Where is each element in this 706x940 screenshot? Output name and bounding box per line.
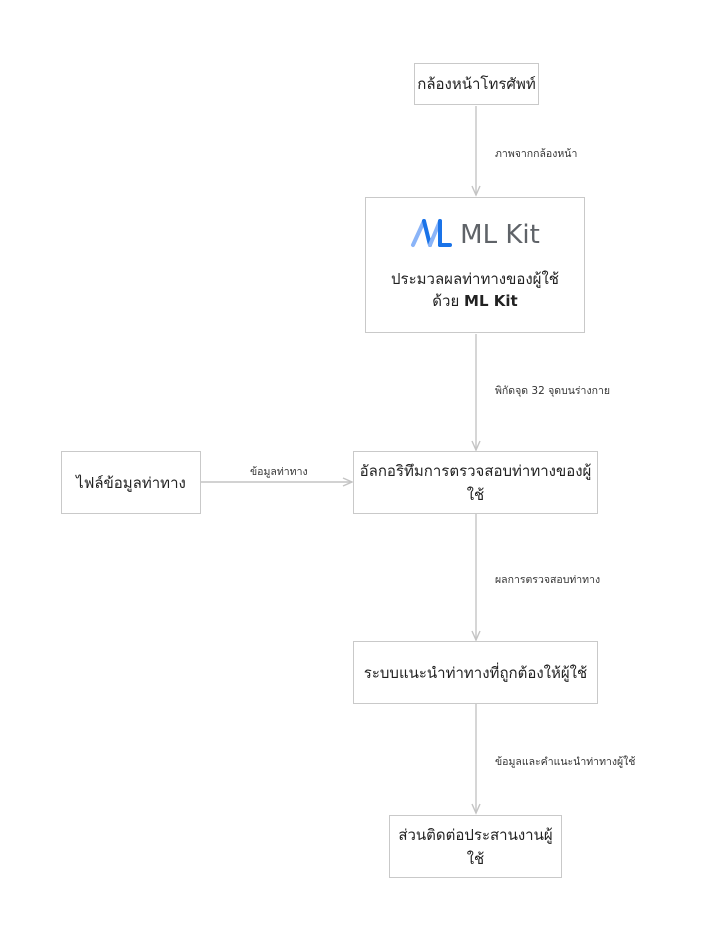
edge-label-algorithm-to-guidance: ผลการตรวจสอบท่าทาง [495,574,601,586]
mlkit-desc-line2-prefix: ด้วย [432,292,465,310]
guidance-node: ระบบแนะนำท่าทางที่ถูกต้องให้ผู้ใช้ [353,641,598,704]
guidance-node-label: ระบบแนะนำท่าทางที่ถูกต้องให้ผู้ใช้ [363,663,588,682]
edge-label-mlkit-to-algorithm: พิกัดจุด 32 จุดบนร่างกาย [495,385,610,397]
mlkit-description: ประมวลผลท่าทางของผู้ใช้ ด้วย ML Kit [391,268,559,312]
ui-node: ส่วนติดต่อประสานงานผู้ใช้ [389,815,562,878]
pose-file-node: ไฟล์ข้อมูลท่าทาง [61,451,201,514]
pose-file-node-label: ไฟล์ข้อมูลท่าทาง [76,473,186,492]
edge-label-guidance-to-ui: ข้อมูลและคำแนะนำท่าทางผู้ใช้ [495,756,636,768]
edge-label-file-to-algorithm: ข้อมูลท่าทาง [250,466,308,478]
camera-node: กล้องหน้าโทรศัพท์ [414,63,539,105]
mlkit-desc-line2: ด้วย ML Kit [391,290,559,312]
ui-node-label: ส่วนติดต่อประสานงานผู้ใช้ [398,825,553,868]
mlkit-desc-line2-bold: ML Kit [464,292,518,310]
algorithm-node: อัลกอริทึมการตรวจสอบท่าทางของผู้ใช้ [353,451,598,514]
mlkit-logo-icon [410,218,453,252]
edge-label-camera-to-mlkit: ภาพจากกล้องหน้า [495,148,578,160]
camera-node-label: กล้องหน้าโทรศัพท์ [417,75,536,93]
mlkit-desc-line1: ประมวลผลท่าทางของผู้ใช้ [391,270,559,288]
mlkit-logo-text: ML Kit [460,220,540,250]
mlkit-node: ML Kit ประมวลผลท่าทางของผู้ใช้ ด้วย ML K… [365,197,585,333]
mlkit-logo: ML Kit [410,218,540,252]
algorithm-node-label: อัลกอริทึมการตรวจสอบท่าทางของผู้ใช้ [359,461,592,504]
